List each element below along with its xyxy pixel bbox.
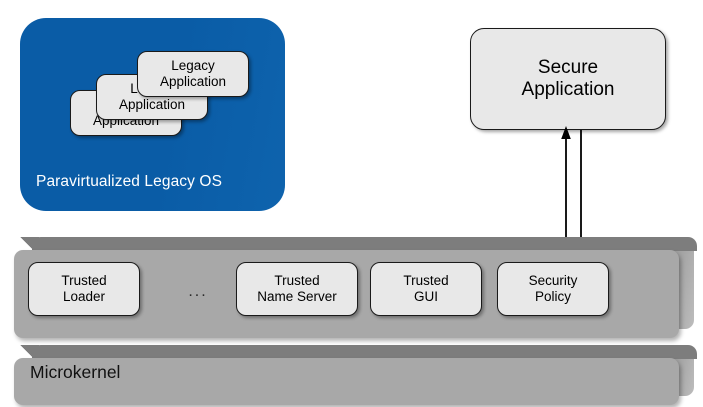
microkernel-slab-side-face — [674, 350, 694, 396]
service-box-trusted-name-server[interactable]: Trusted Name Server — [236, 262, 358, 316]
legacy-application-box-3[interactable]: Legacy Application — [137, 51, 249, 97]
secure-application-box[interactable]: Secure Application — [470, 28, 666, 130]
service-box-trusted-loader[interactable]: Trusted Loader — [28, 262, 140, 316]
services-ellipsis: ... — [188, 283, 208, 300]
microkernel-label: Microkernel — [30, 362, 121, 382]
paravirtualized-legacy-os-label: Paravirtualized Legacy OS — [36, 173, 223, 190]
paravirtualized-legacy-os-container: Legacy Application Legacy Application Le… — [20, 18, 300, 211]
services-slab-top-face — [15, 237, 697, 251]
service-box-security-policy[interactable]: Security Policy — [497, 262, 609, 316]
services-slab-side-face — [674, 242, 694, 329]
service-box-trusted-gui[interactable]: Trusted GUI — [370, 262, 482, 316]
microkernel-slab-front-face — [14, 358, 679, 405]
microkernel-slab-top-face — [15, 345, 697, 359]
